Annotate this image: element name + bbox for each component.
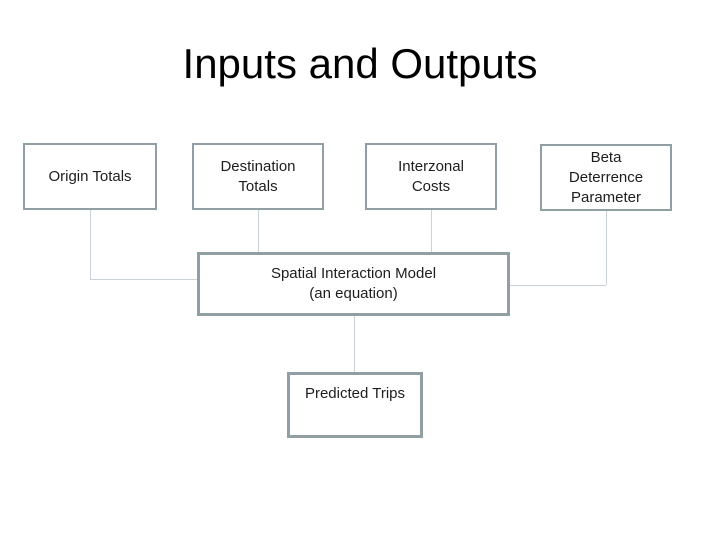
connector-destination-vertical <box>258 209 259 252</box>
box-origin-totals: Origin Totals <box>23 143 157 210</box>
connector-origin-vertical <box>90 209 91 279</box>
box-predicted-trips: Predicted Trips <box>287 372 423 438</box>
connector-beta-vertical <box>606 210 607 285</box>
connector-model-to-output <box>354 316 355 372</box>
slide-title: Inputs and Outputs <box>182 40 538 87</box>
connector-origin-horizontal <box>90 279 197 280</box>
box-destination-totals: Destination Totals <box>192 143 324 210</box>
box-spatial-interaction-model-label: Spatial Interaction Model (an equation) <box>270 265 437 302</box>
box-destination-totals-label: Destination Totals <box>220 157 296 195</box>
connector-beta-horizontal <box>510 285 606 286</box>
box-spatial-interaction-model: Spatial Interaction Model (an equation) <box>197 252 510 316</box>
box-beta-deterrence-parameter-label: Beta Deterrence Parameter <box>568 148 644 206</box>
box-interzonal-costs: Interzonal Costs <box>365 143 497 210</box>
box-predicted-trips-label: Predicted Trips <box>304 385 406 402</box>
box-interzonal-costs-label: Interzonal Costs <box>398 157 464 195</box>
box-origin-totals-label: Origin Totals <box>48 167 132 185</box>
connector-interzonal-vertical <box>431 209 432 252</box>
box-beta-deterrence-parameter: Beta Deterrence Parameter <box>540 144 672 211</box>
